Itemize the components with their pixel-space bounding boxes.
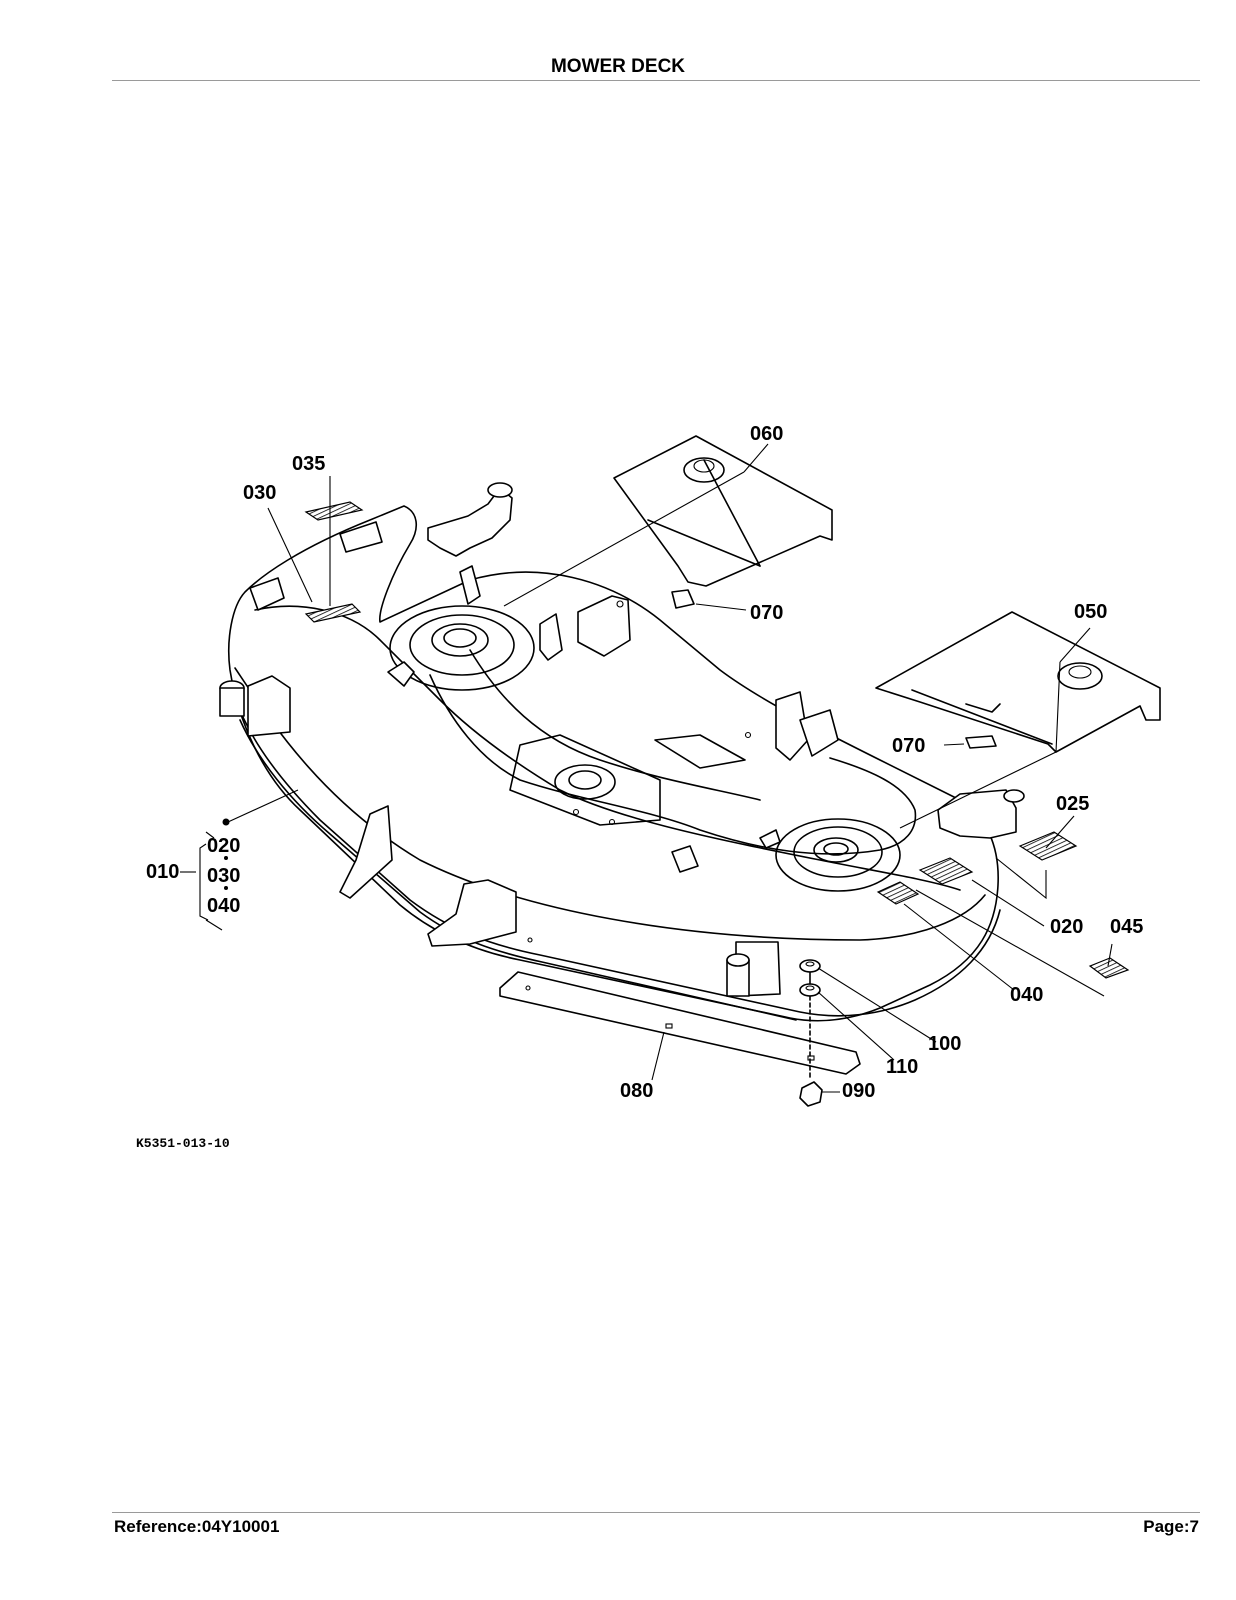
callout-045: 045 <box>1110 916 1143 938</box>
callout-070-top: 070 <box>750 602 783 624</box>
callout-035: 035 <box>292 453 325 475</box>
footer-divider <box>112 1512 1200 1513</box>
decal-040 <box>876 881 920 905</box>
decal-020 <box>918 857 974 885</box>
cover-050 <box>875 611 1161 753</box>
header-divider <box>112 80 1200 81</box>
callout-010: 010 <box>146 861 179 883</box>
callout-030-group: 030 <box>207 865 240 887</box>
callout-040-group: 040 <box>207 895 240 917</box>
callout-080: 080 <box>620 1080 653 1102</box>
callout-labels: 060 035 030 070 050 070 025 010 020 030 … <box>136 423 1143 1151</box>
cover-060 <box>613 435 833 609</box>
callout-025: 025 <box>1056 793 1089 815</box>
page-number: Page:7 <box>1143 1517 1199 1536</box>
callout-020: 020 <box>1050 916 1083 938</box>
decal-035 <box>304 501 364 521</box>
reference-number: Reference:04Y10001 <box>114 1517 280 1536</box>
decal-045 <box>1088 957 1130 979</box>
deck-brackets <box>219 482 1025 997</box>
hardware <box>799 959 823 1107</box>
figure-code: K5351-013-10 <box>136 1136 230 1151</box>
callout-050: 050 <box>1074 601 1107 623</box>
callout-070-right: 070 <box>892 735 925 757</box>
callout-dot <box>224 856 228 860</box>
baffle-plate-080 <box>499 971 861 1075</box>
callout-020-group: 020 <box>207 835 240 857</box>
callout-dot <box>224 886 228 890</box>
page-title: MOWER DECK <box>550 56 686 77</box>
callout-040: 040 <box>1010 984 1043 1006</box>
deck-housing <box>227 505 1001 1022</box>
callout-110: 110 <box>886 1056 918 1078</box>
callout-090: 090 <box>842 1080 875 1102</box>
callout-100: 100 <box>928 1033 961 1055</box>
callout-dot <box>222 818 230 826</box>
callout-060: 060 <box>750 423 783 445</box>
callout-030: 030 <box>243 482 276 504</box>
decal-030 <box>304 603 362 623</box>
leader-lines <box>180 443 1113 1093</box>
